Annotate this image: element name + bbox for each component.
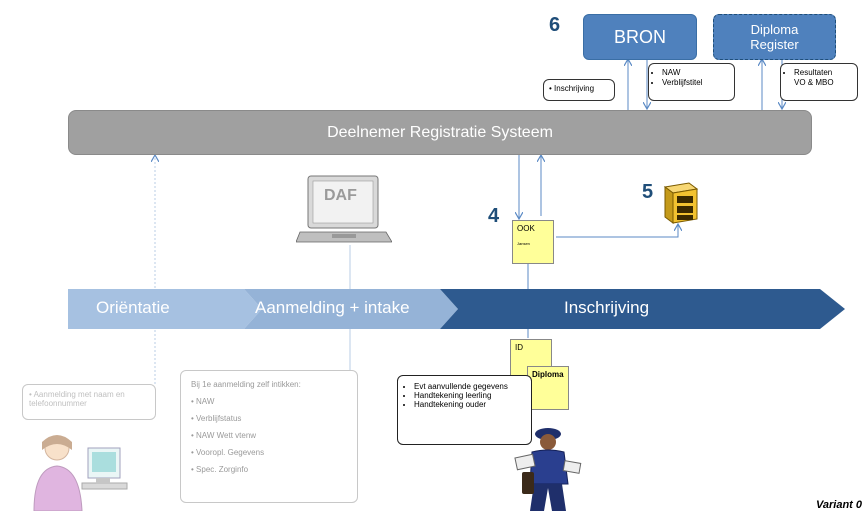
deelnemer-registratie-systeem[interactable]: Deelnemer Registratie Systeem bbox=[68, 110, 812, 155]
id-label: ID bbox=[515, 343, 523, 352]
laptop-screen-label: DAF bbox=[324, 187, 357, 204]
phase-orientatie: Oriëntatie bbox=[96, 298, 170, 317]
bron-label: BRON bbox=[613, 26, 666, 47]
inschrijving-item: Evt aanvullende gegevens bbox=[414, 382, 525, 391]
inschrijving-item: Handtekening leerling bbox=[414, 391, 525, 400]
step-5-number: 5 bbox=[642, 181, 654, 203]
diploma-document: Diploma bbox=[527, 366, 569, 410]
intake-item: • NAW bbox=[191, 397, 215, 406]
intake-box-title: Bij 1e aanmelding zelf intikken: bbox=[191, 380, 301, 389]
callout-naw: NAW Verblijfstitel bbox=[648, 63, 735, 101]
ook-document: OOK Jansen bbox=[512, 220, 554, 264]
aanmelding-note-text: • Aanmelding met naam en telefoonnummer bbox=[29, 390, 125, 408]
drs-label: Deelnemer Registratie Systeem bbox=[327, 123, 553, 141]
variant-label: Variant 0 bbox=[815, 499, 862, 511]
intake-item: • Vooropl. Gegevens bbox=[191, 448, 265, 457]
intake-item: • Spec. Zorginfo bbox=[191, 465, 249, 474]
callout-resultaten: Resultaten VO & MBO bbox=[780, 63, 858, 101]
mail-carrier-icon bbox=[508, 422, 584, 511]
phase-inschrijving: Inschrijving bbox=[564, 298, 650, 317]
person-at-computer-icon bbox=[22, 428, 132, 512]
callout-resultaten-line2: VO & MBO bbox=[794, 78, 834, 87]
phase-aanmelding: Aanmelding + intake bbox=[255, 298, 410, 317]
filing-cabinet-icon bbox=[659, 181, 699, 225]
laptop-icon: DAF bbox=[295, 174, 393, 246]
intake-box: Bij 1e aanmelding zelf intikken: • NAW •… bbox=[180, 370, 358, 503]
step-6-number: 6 bbox=[549, 14, 561, 36]
inschrijving-item: Handtekening ouder bbox=[414, 400, 525, 409]
step-4-number: 4 bbox=[488, 205, 500, 227]
callout-resultaten-item: Resultaten bbox=[794, 68, 852, 78]
ook-label: OOK bbox=[517, 224, 535, 233]
diploma-label: Diploma bbox=[532, 370, 564, 379]
diploma-register-line2: Register bbox=[750, 37, 799, 52]
intake-item: • NAW Wett vtenw bbox=[191, 431, 257, 440]
callout-inschrijving-text: Inschrijving bbox=[554, 84, 595, 93]
callout-inschrijving: • Inschrijving bbox=[543, 79, 615, 101]
inschrijving-box: Evt aanvullende gegevens Handtekening le… bbox=[397, 375, 532, 445]
ook-signature: Jansen bbox=[517, 241, 530, 246]
intake-item: • Verblijfstatus bbox=[191, 414, 242, 423]
diploma-register-box[interactable]: Diploma Register bbox=[713, 14, 836, 60]
diploma-register-line1: Diploma bbox=[750, 22, 799, 37]
callout-naw-item: NAW bbox=[662, 68, 729, 78]
bron-box[interactable]: BRON bbox=[583, 14, 697, 60]
callout-naw-item: Verblijfstitel bbox=[662, 78, 729, 88]
aanmelding-note: • Aanmelding met naam en telefoonnummer bbox=[22, 384, 156, 420]
